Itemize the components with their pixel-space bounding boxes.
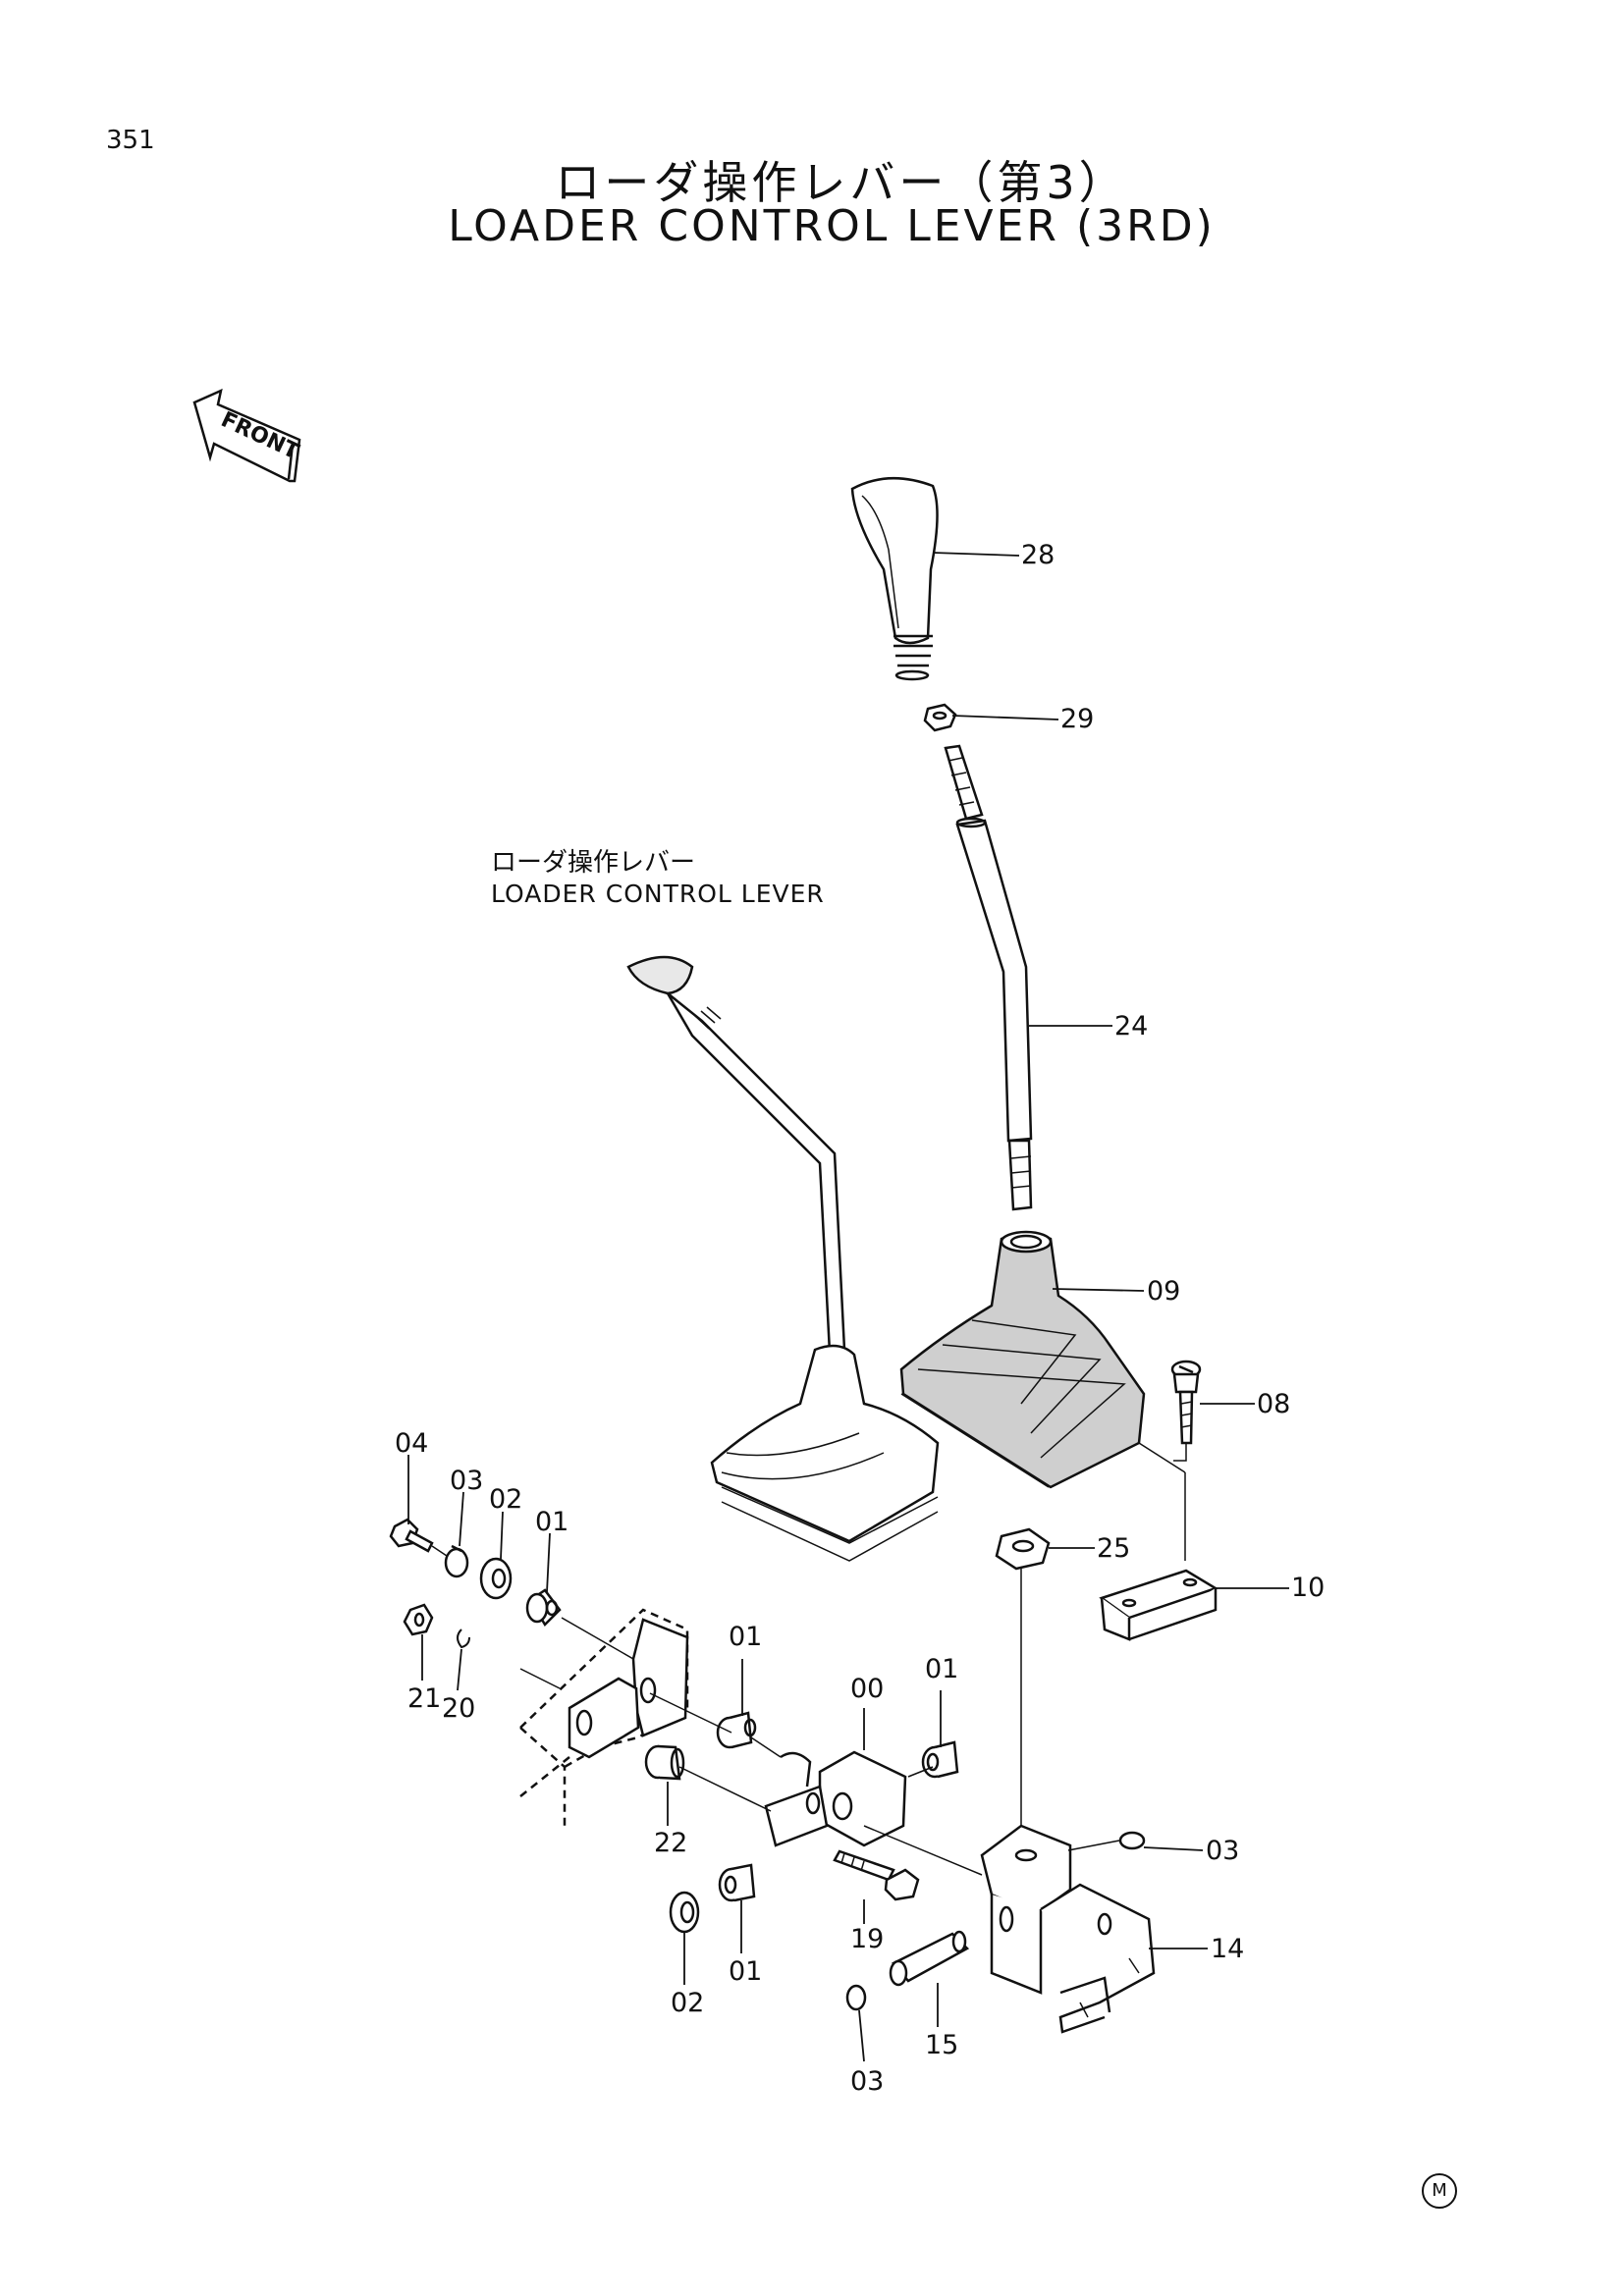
leader-lines [407,552,1289,2062]
part-label-14: 14 [1211,1934,1245,1964]
part-bracket-block [568,1618,689,1759]
part-label-09: 09 [1147,1276,1181,1307]
part-label-03-right: 03 [1206,1836,1240,1866]
assembly-center-lines [431,1545,1120,1876]
part-label-00: 00 [850,1674,885,1704]
part-label-03-top: 03 [450,1466,484,1496]
part-label-08: 08 [1257,1389,1291,1419]
part-label-15: 15 [925,2030,959,2060]
page-title-japanese: ローダ操作レバー（第3） [555,156,1128,209]
part-label-01-right: 01 [925,1654,959,1684]
part-label-02-lower: 02 [671,1988,705,2018]
part-nut-25 [995,1527,1051,1571]
part-label-03-lower: 03 [850,2066,885,2097]
part-pin-15 [889,1930,970,1987]
part-plate-10 [1099,1442,1218,1641]
part-label-01-top: 01 [535,1507,569,1537]
part-label-24: 24 [1114,1011,1149,1041]
part-bushings-washers [389,1518,1146,2011]
part-label-19: 19 [850,1924,885,1954]
part-label-28: 28 [1021,540,1056,570]
part-label-01-lower: 01 [729,1956,763,1987]
part-rubber-boot [899,1230,1146,1489]
part-label-01-mid: 01 [729,1622,763,1652]
part-screw-08 [1170,1360,1202,1462]
part-label-02-top: 02 [489,1484,523,1515]
part-loader-control-lever [626,955,940,1562]
subassembly-label-english: LOADER CONTROL LEVER [491,880,825,908]
part-knob [850,477,939,681]
part-label-20: 20 [442,1693,476,1724]
page-title-english: LOADER CONTROL LEVER (3RD) [448,201,1216,251]
subassembly-label-japanese: ローダ操作レバー [491,848,696,878]
circled-m-mark: M [1422,2173,1457,2209]
page-number: 351 [106,126,155,155]
part-lever-bracket [980,1824,1156,2034]
front-arrow-icon: FRONT [192,388,302,483]
part-bracket-left [519,1608,689,1826]
part-nut-29 [923,703,957,732]
part-label-21: 21 [407,1683,442,1714]
part-label-04: 04 [395,1428,429,1459]
part-label-22: 22 [654,1828,688,1858]
part-label-29: 29 [1060,704,1095,734]
part-bolt-19 [833,1849,920,1901]
part-label-25: 25 [1097,1533,1131,1564]
part-lever-rod [944,744,1033,1211]
part-label-10: 10 [1291,1573,1326,1603]
part-center-block [764,1750,907,1847]
